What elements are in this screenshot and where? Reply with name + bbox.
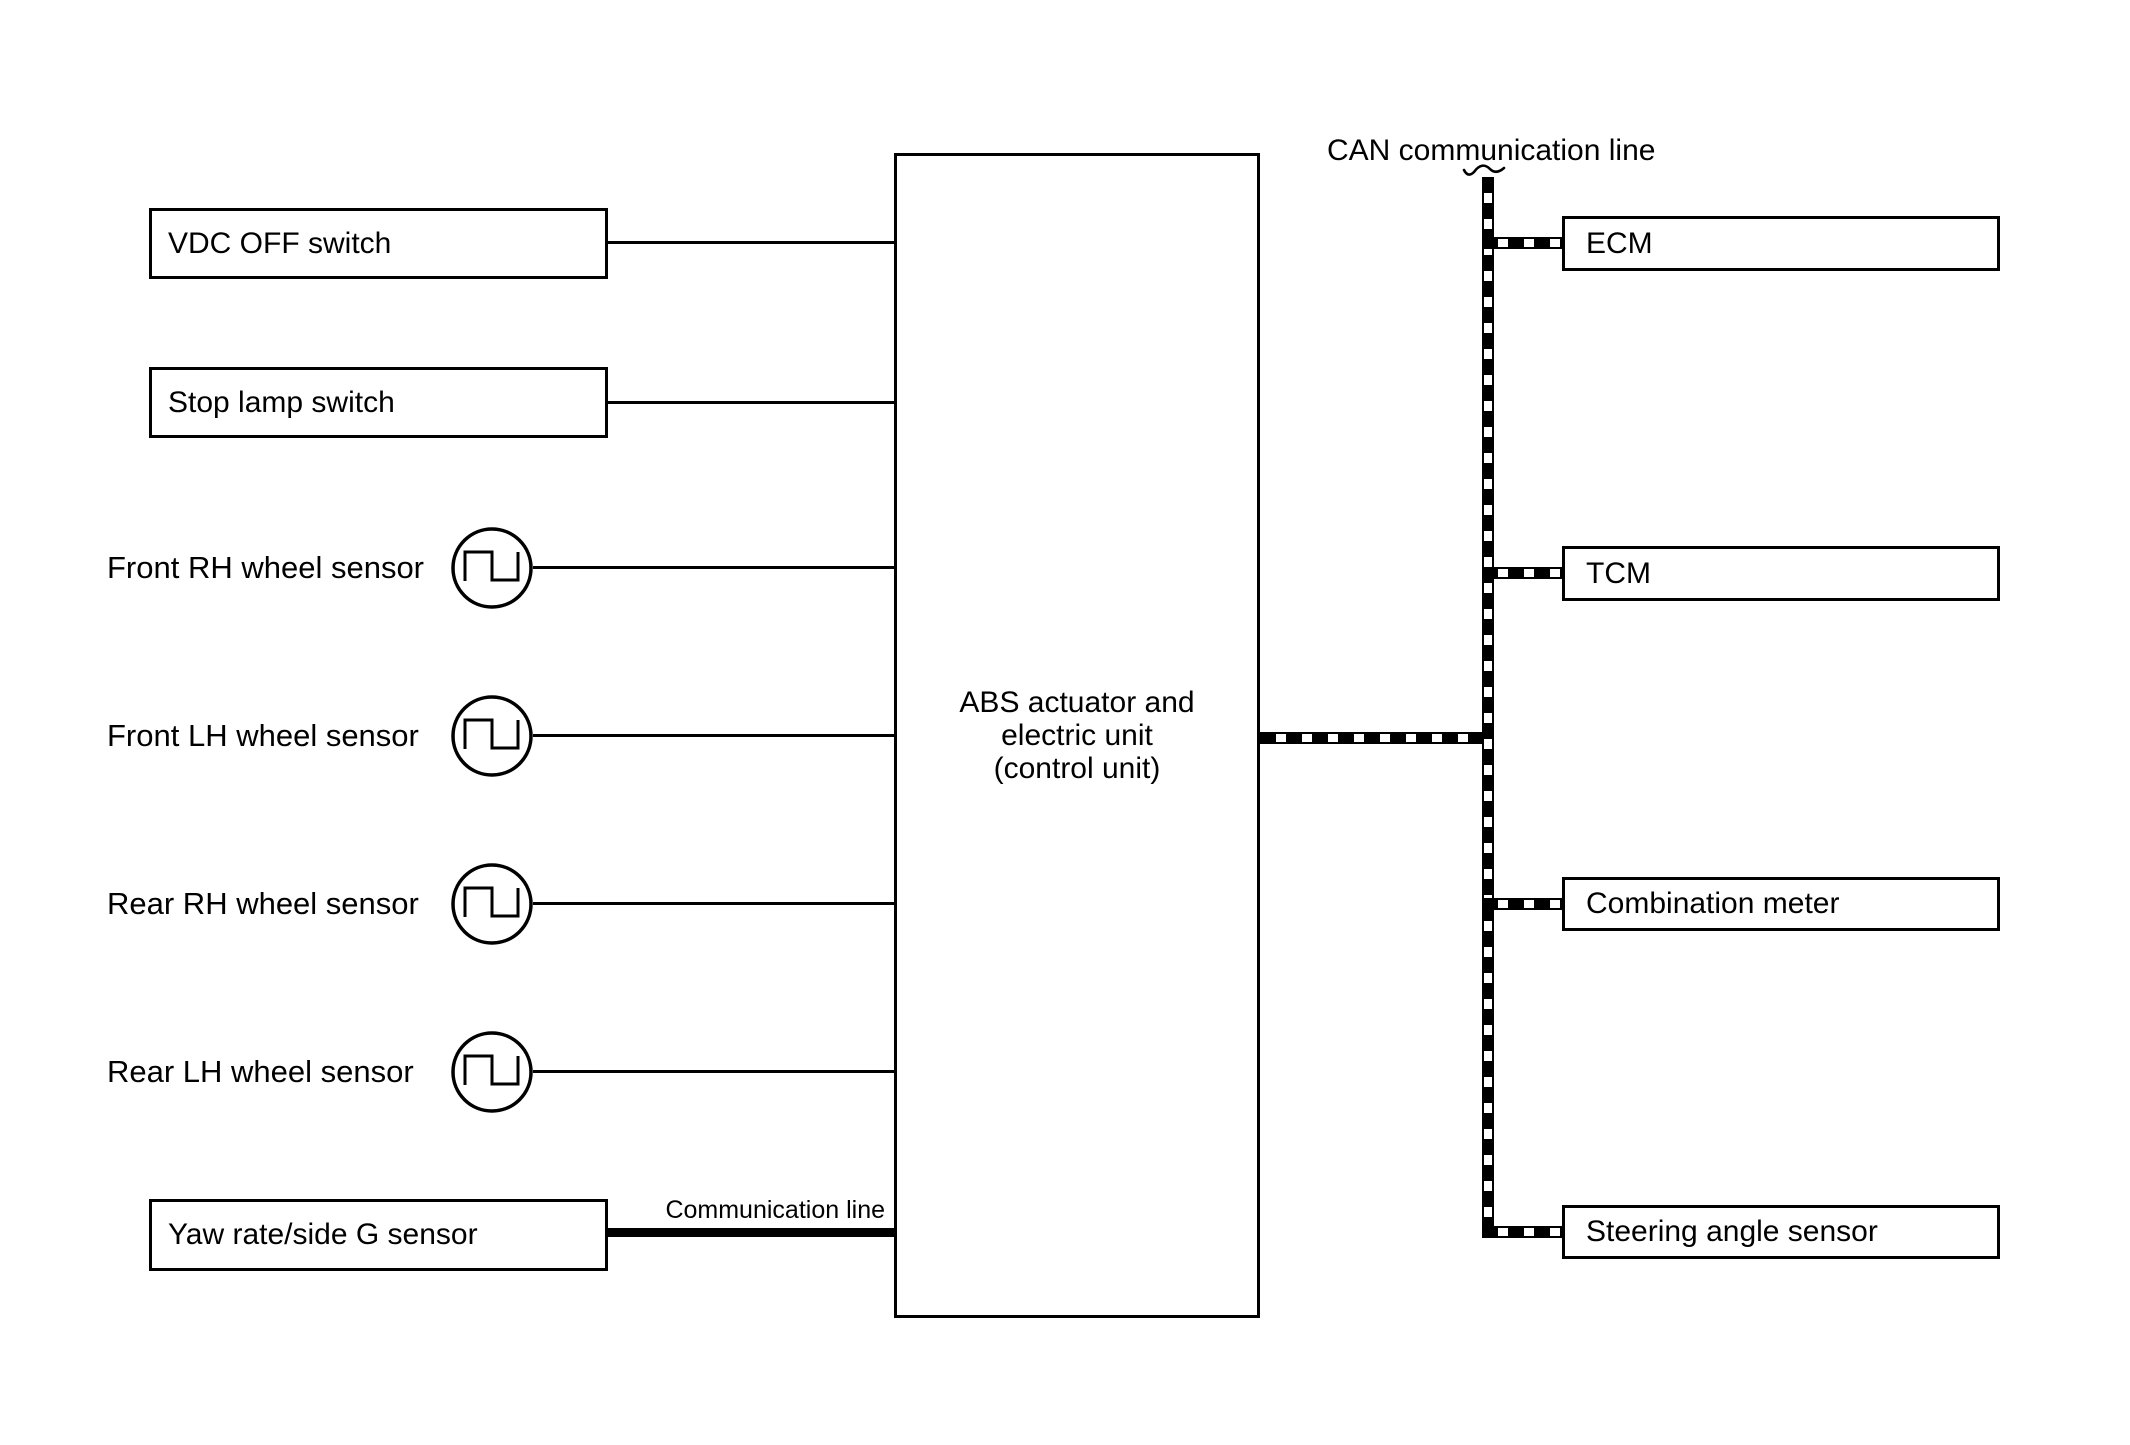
node-vdc-off-switch: VDC OFF switch (149, 208, 608, 279)
comm-line-yaw-to-abs (608, 1228, 894, 1237)
node-abs-actuator-electric-unit: ABS actuator and electric unit (control … (894, 153, 1260, 1318)
rear-rh-wheel-sensor-label: Rear RH wheel sensor (107, 886, 419, 921)
node-tcm: TCM (1562, 546, 2000, 601)
tcm-label: TCM (1586, 556, 1651, 590)
wire-front-rh-sensor-to-abs (533, 566, 894, 569)
can-branch-combination-meter (1482, 898, 1562, 910)
wire-stop-lamp-to-abs (608, 401, 894, 404)
node-yaw-rate-side-g-sensor: Yaw rate/side G sensor (149, 1199, 608, 1271)
can-communication-line-label: CAN communication line (1327, 134, 1656, 167)
can-bus-line (1482, 177, 1494, 1238)
stop-lamp-switch-label: Stop lamp switch (168, 385, 395, 419)
pulse-wave-sensor-icon (451, 1031, 533, 1113)
steering-angle-sensor-label: Steering angle sensor (1586, 1215, 1878, 1248)
abs-unit-label-line2: electric unit (1001, 719, 1153, 752)
node-steering-angle-sensor: Steering angle sensor (1562, 1205, 2000, 1259)
node-stop-lamp-switch: Stop lamp switch (149, 367, 608, 438)
wire-rear-rh-sensor-to-abs (533, 902, 894, 905)
node-combination-meter: Combination meter (1562, 877, 2000, 931)
vdc-off-switch-label: VDC OFF switch (168, 226, 392, 260)
yaw-rate-side-g-sensor-label: Yaw rate/side G sensor (168, 1218, 478, 1251)
pulse-wave-sensor-icon (451, 527, 533, 609)
pointer-squiggle-icon (1462, 164, 1506, 176)
ecm-label: ECM (1586, 226, 1653, 260)
rear-lh-wheel-sensor-label: Rear LH wheel sensor (107, 1054, 414, 1089)
can-trunk-abs-to-bus (1260, 732, 1493, 744)
combination-meter-label: Combination meter (1586, 887, 1840, 920)
pulse-wave-sensor-icon (451, 863, 533, 945)
abs-unit-label-line3: (control unit) (993, 752, 1161, 785)
front-lh-wheel-sensor-label: Front LH wheel sensor (107, 718, 419, 753)
pulse-wave-sensor-icon (451, 695, 533, 777)
can-branch-steering-angle-sensor (1482, 1226, 1562, 1238)
wire-front-lh-sensor-to-abs (533, 734, 894, 737)
front-rh-wheel-sensor-label: Front RH wheel sensor (107, 550, 425, 585)
wire-rear-lh-sensor-to-abs (533, 1070, 894, 1073)
node-ecm: ECM (1562, 216, 2000, 271)
can-branch-ecm (1482, 237, 1562, 249)
abs-unit-label-line1: ABS actuator and (959, 686, 1195, 719)
can-branch-tcm (1482, 567, 1562, 579)
wire-vdc-switch-to-abs (608, 241, 894, 244)
communication-line-label: Communication line (665, 1196, 885, 1224)
